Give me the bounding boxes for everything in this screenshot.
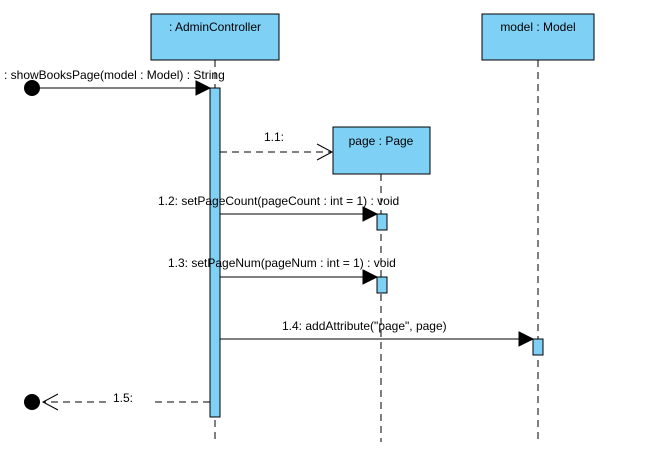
activation-model-add-attribute[interactable] xyxy=(532,338,544,356)
message-1-5-return[interactable]: 1.5: xyxy=(24,391,210,411)
arrowhead-1-3 xyxy=(362,269,379,285)
lifeline-head-page[interactable] xyxy=(332,126,431,175)
message-label-1-5: 1.5: xyxy=(113,391,133,405)
message-1-3-set-page-num[interactable]: 1.3: setPageNum(pageNum : int = 1) : voi… xyxy=(168,256,396,285)
activation-admin-controller[interactable] xyxy=(209,87,221,418)
arrowhead-1-4 xyxy=(518,331,535,347)
arrowhead-show-books-page xyxy=(195,80,212,96)
lifeline-label-admin-controller: : AdminController xyxy=(169,20,261,34)
message-1-4-add-attribute[interactable]: 1.4: addAttribute("page", page) xyxy=(220,319,535,347)
lifeline-admin-controller[interactable]: : AdminController xyxy=(150,13,280,442)
arrowhead-1-1 xyxy=(316,143,334,161)
message-label-1-1: 1.1: xyxy=(264,130,284,144)
message-label-show-books-page: : showBooksPage(model : Model) : String xyxy=(4,68,225,82)
message-label-1-2: 1.2: setPageCount(pageCount : int = 1) :… xyxy=(158,194,399,208)
lifeline-label-page: page : Page xyxy=(349,134,414,148)
message-1-1-create[interactable]: 1.1: xyxy=(220,130,334,161)
message-show-books-page[interactable]: : showBooksPage(model : Model) : String xyxy=(4,68,225,96)
message-1-2-set-page-count[interactable]: 1.2: setPageCount(pageCount : int = 1) :… xyxy=(158,194,399,222)
lifeline-page[interactable]: page : Page xyxy=(332,126,431,442)
lost-message-endpoint xyxy=(24,394,40,410)
lifeline-head-admin-controller[interactable] xyxy=(150,13,280,61)
message-label-1-4: 1.4: addAttribute("page", page) xyxy=(282,319,447,333)
lifeline-head-model[interactable] xyxy=(481,13,595,61)
lifeline-label-model: model : Model xyxy=(500,20,575,34)
message-label-1-3: 1.3: setPageNum(pageNum : int = 1) : voi… xyxy=(168,256,396,270)
activation-page-set-page-count[interactable] xyxy=(376,213,388,231)
activation-page-set-page-num[interactable] xyxy=(376,276,388,294)
arrowhead-1-5 xyxy=(41,393,59,411)
lifeline-model[interactable]: model : Model xyxy=(481,13,595,442)
arrowhead-1-2 xyxy=(362,206,379,222)
